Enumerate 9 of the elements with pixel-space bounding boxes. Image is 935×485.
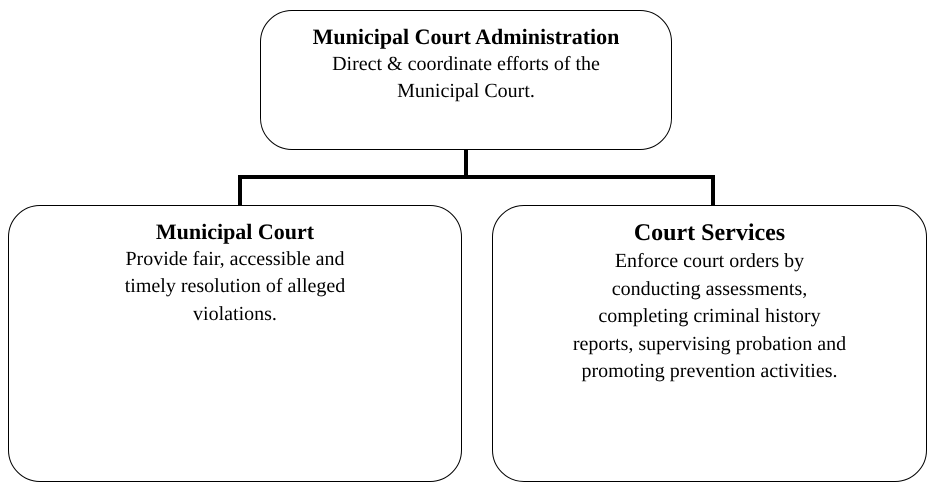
box-description: Enforce court orders by conducting assessments, completing criminal history reports, supervising probation and promoting prevention activities. bbox=[572, 249, 848, 384]
rounded-box bbox=[260, 10, 672, 150]
rounded-box bbox=[8, 205, 462, 482]
box-heading: Municipal Court Administration bbox=[312, 23, 620, 50]
rounded-box bbox=[492, 205, 927, 482]
box-heading: Court Services bbox=[634, 219, 786, 248]
box-heading: Municipal Court bbox=[156, 218, 314, 246]
box-description: Direct & coordinate efforts of the Municipal Court. bbox=[331, 52, 601, 104]
box-description: Provide fair, accessible and timely resolution of alleged violations. bbox=[124, 246, 346, 326]
